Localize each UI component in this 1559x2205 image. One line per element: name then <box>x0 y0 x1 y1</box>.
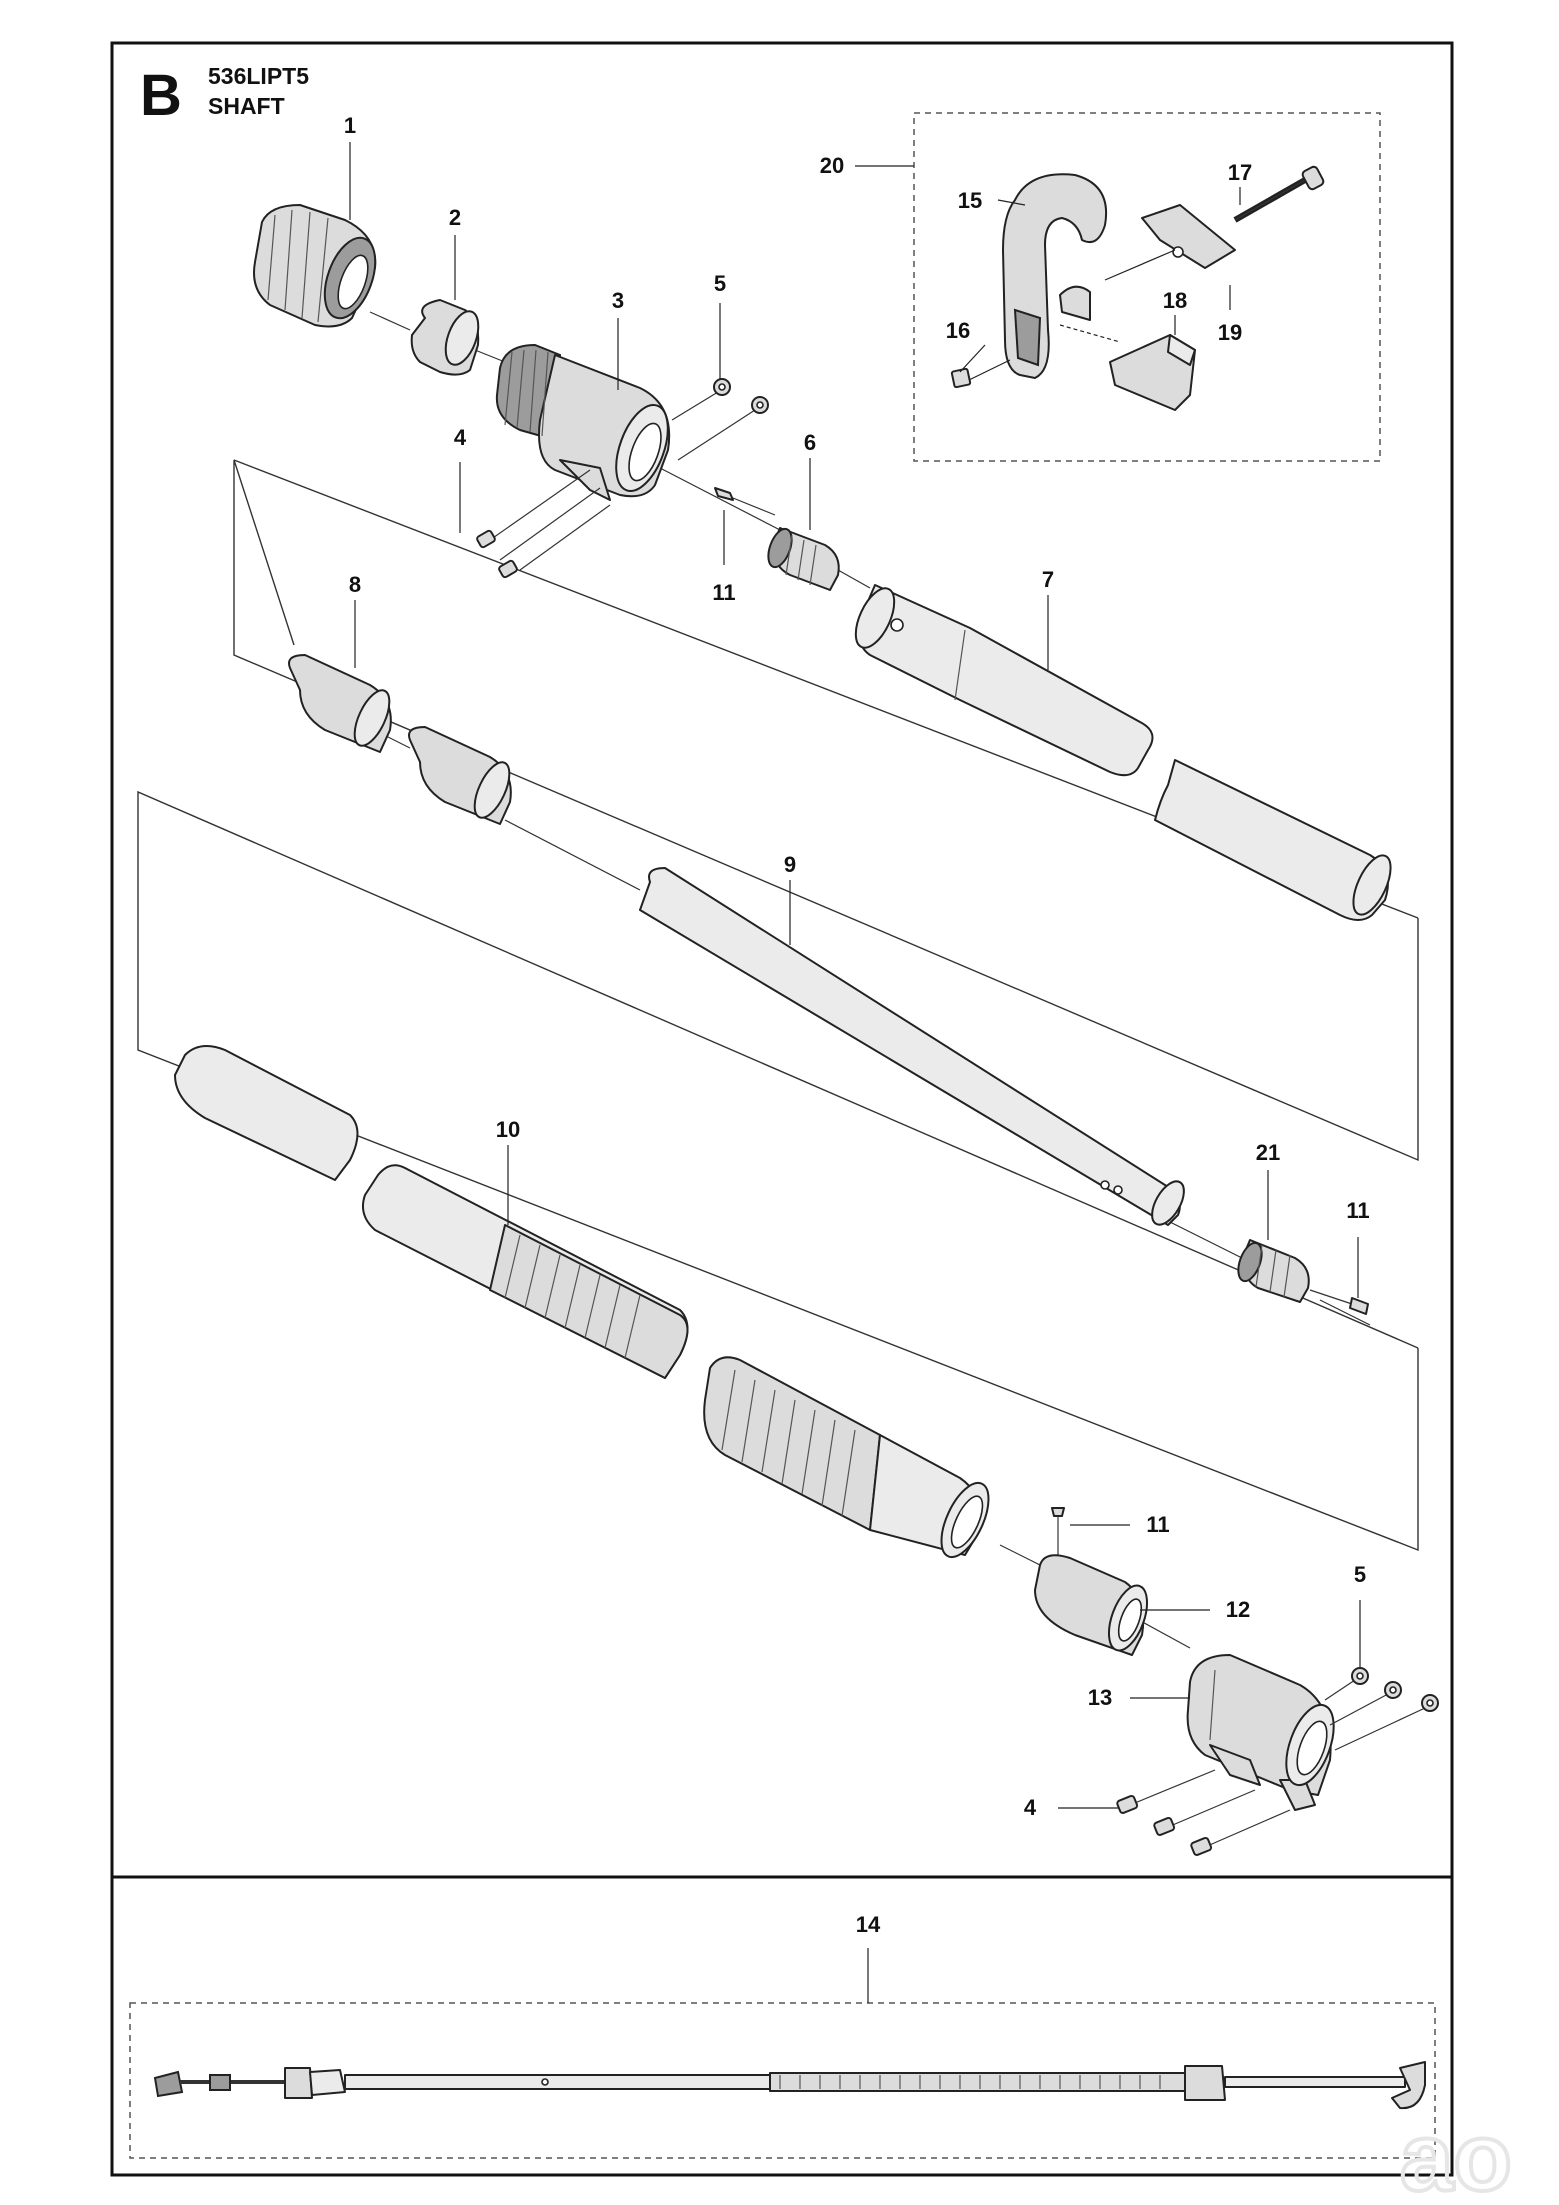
part-10-outer-tube <box>174 1045 990 1559</box>
part-3-coupling-housing <box>495 343 671 501</box>
part-20-group-box <box>913 112 1381 462</box>
part-11-screw-bottom <box>1051 1507 1065 1560</box>
assembly-axis-lines <box>369 311 1371 1649</box>
part-20-leaders <box>968 249 1176 381</box>
callout-19: 19 <box>1218 320 1242 345</box>
part-16-nut <box>950 367 972 389</box>
callout-numbers: 1 2 3 4 5 6 7 8 9 10 11 21 11 11 12 13 4… <box>344 113 1370 1937</box>
callout-18: 18 <box>1163 288 1187 313</box>
callout-14: 14 <box>856 1912 881 1937</box>
callout-15: 15 <box>958 188 982 213</box>
callout-10: 10 <box>496 1117 520 1142</box>
part-18-bracket <box>1109 334 1196 411</box>
callout-13: 13 <box>1088 1685 1112 1710</box>
part-11-screw-mid <box>1309 1289 1369 1315</box>
callout-11-top: 11 <box>712 580 735 605</box>
callout-17: 17 <box>1228 160 1252 185</box>
callout-4-bottom: 4 <box>1024 1795 1037 1820</box>
callout-5-bottom: 5 <box>1354 1562 1366 1587</box>
callout-11-bottom: 11 <box>1146 1512 1169 1537</box>
callout-1: 1 <box>344 113 356 138</box>
callout-7: 7 <box>1042 567 1054 592</box>
model-number: 536LIPT5 <box>208 63 309 89</box>
callout-12: 12 <box>1226 1597 1250 1622</box>
callout-11-mid: 11 <box>1346 1198 1369 1223</box>
part-1-nut <box>253 204 377 328</box>
part-14-shaft-assembly <box>153 2061 1426 2110</box>
part-14-group-box <box>129 2002 1436 2159</box>
callout-leaders <box>349 142 1361 2003</box>
callout-21: 21 <box>1256 1140 1280 1165</box>
part-6-sleeve <box>767 527 840 591</box>
part-5-nut-top <box>671 378 769 461</box>
part-8-clamp-sleeves <box>288 654 512 825</box>
part-12-sleeve <box>1034 1554 1149 1656</box>
part-11-screw-top <box>714 487 776 516</box>
part-9-inner-tube <box>639 867 1185 1226</box>
diagram-frame <box>110 41 1454 2177</box>
part-7-upper-tube <box>854 584 1392 921</box>
callout-3: 3 <box>612 288 624 313</box>
part-2-bushing <box>410 299 480 376</box>
part-17-bolt <box>1233 165 1325 223</box>
callout-4-top: 4 <box>454 425 467 450</box>
part-4-bolts-top <box>476 469 611 579</box>
callout-5-top: 5 <box>714 271 726 296</box>
part-19-clip <box>1141 204 1236 269</box>
part-21-sleeve <box>1237 1239 1310 1303</box>
part-13-lower-coupling <box>1186 1654 1335 1811</box>
callout-16: 16 <box>946 318 970 343</box>
part-15-hook <box>1002 173 1108 379</box>
callout-8: 8 <box>349 572 361 597</box>
watermark-logo: ao <box>1400 2104 1512 2205</box>
section-title: SHAFT <box>208 93 285 119</box>
callout-6: 6 <box>804 430 816 455</box>
part-4-bolts-bottom <box>1116 1769 1291 1856</box>
part-5-nuts-bottom <box>1324 1667 1439 1751</box>
callout-2: 2 <box>449 205 461 230</box>
callout-9: 9 <box>784 852 796 877</box>
callout-20: 20 <box>820 153 844 178</box>
section-letter: B <box>140 63 182 128</box>
